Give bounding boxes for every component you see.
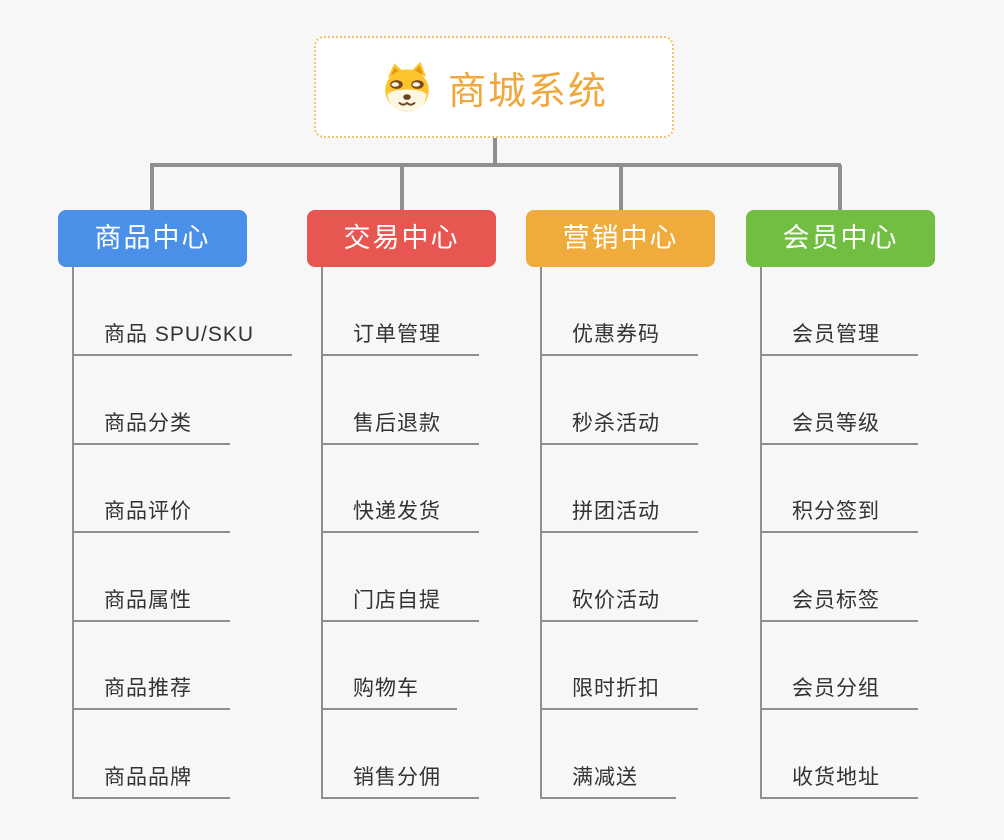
leaf-node[interactable]: 门店自提	[321, 586, 479, 622]
root-connector-line	[493, 138, 497, 166]
leaf-node[interactable]: 会员等级	[760, 409, 918, 445]
leaf-node[interactable]: 秒杀活动	[540, 409, 698, 445]
leaf-node[interactable]: 限时折扣	[540, 674, 698, 711]
shiba-dog-icon	[385, 61, 429, 112]
branch-connector-line	[150, 165, 154, 210]
leaf-node[interactable]: 满减送	[540, 763, 676, 799]
leaf-node[interactable]: 会员管理	[760, 320, 918, 356]
leaf-node[interactable]: 快递发货	[321, 497, 479, 534]
branch-node[interactable]: 商品中心	[58, 210, 247, 267]
branch-product-center: 商品中心 商品 SPU/SKU 商品分类商品评价商品属性商品推荐商品品牌	[58, 210, 293, 799]
branch-connector-line	[838, 165, 842, 210]
branch-trade-center: 交易中心 订单管理售后退款快递发货门店自提购物车销售分佣	[307, 210, 496, 799]
branch-marketing-center: 营销中心 优惠券码秒杀活动拼团活动砍价活动限时折扣满减送	[526, 210, 715, 799]
leaf-node[interactable]: 购物车	[321, 674, 457, 711]
leaf-node[interactable]: 砍价活动	[540, 586, 698, 622]
root-node[interactable]: 商城系统	[314, 36, 674, 138]
leaf-node[interactable]: 拼团活动	[540, 497, 698, 534]
branch-connector-line	[400, 165, 404, 210]
branch-connector-line	[619, 165, 623, 210]
bus-connector-line	[150, 163, 841, 167]
leaf-node[interactable]: 优惠券码	[540, 320, 698, 356]
leaf-node[interactable]: 积分签到	[760, 497, 918, 534]
branch-node[interactable]: 营销中心	[526, 210, 715, 267]
branch-node[interactable]: 会员中心	[746, 210, 935, 267]
leaf-node[interactable]: 销售分佣	[321, 763, 479, 799]
leaf-node[interactable]: 商品属性	[72, 586, 230, 622]
leaf-node[interactable]: 会员分组	[760, 674, 918, 711]
leaf-node[interactable]: 商品推荐	[72, 674, 230, 711]
root-title: 商城系统	[447, 70, 608, 113]
leaf-node[interactable]: 收货地址	[760, 763, 918, 799]
leaf-node[interactable]: 商品品牌	[72, 763, 230, 799]
branch-member-center: 会员中心 会员管理会员等级积分签到会员标签会员分组收货地址	[746, 210, 935, 799]
leaf-node[interactable]: 会员标签	[760, 586, 918, 622]
leaf-node[interactable]: 订单管理	[321, 320, 479, 356]
leaf-node[interactable]: 售后退款	[321, 409, 479, 445]
leaf-node[interactable]: 商品评价	[72, 497, 230, 534]
leaf-node[interactable]: 商品 SPU/SKU	[72, 320, 293, 356]
branch-node[interactable]: 交易中心	[307, 210, 496, 267]
leaf-node[interactable]: 商品分类	[72, 409, 230, 445]
